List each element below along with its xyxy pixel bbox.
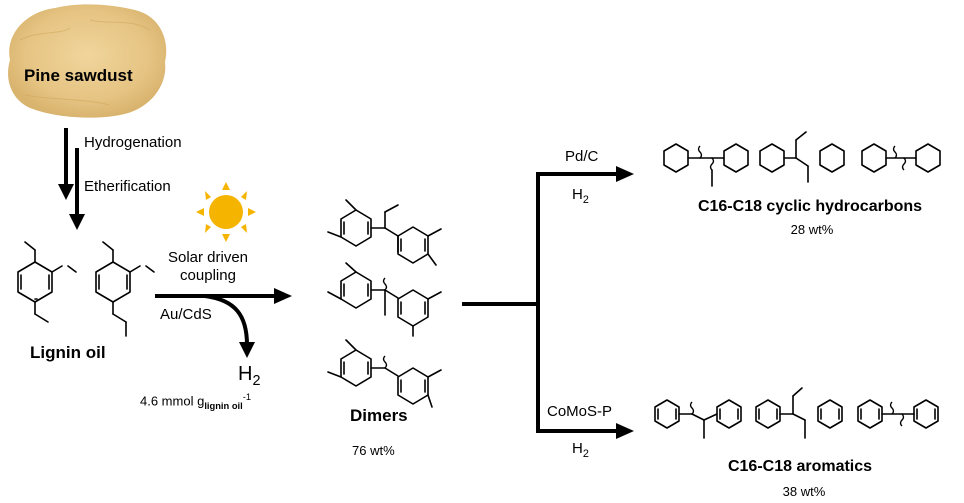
h2-product-label: H2	[238, 363, 261, 389]
dimer-structure-1	[327, 199, 442, 266]
etherification-arrow	[69, 148, 85, 230]
pd-c-reagent-label: H2	[572, 186, 589, 206]
aromatics-label: C16-C18 aromatics	[727, 458, 873, 475]
dimer-structure-2	[327, 262, 442, 337]
branch-connector	[462, 174, 540, 432]
coupling-catalyst-label: Au/CdS	[160, 306, 212, 323]
sun-icon	[196, 182, 256, 242]
aromatic-product-1	[654, 399, 742, 439]
cyclic-product-1	[663, 143, 749, 187]
comos-catalyst-label: CoMoS-P	[547, 403, 613, 420]
cyclic-hydrocarbons-yield: 28 wt%	[790, 222, 834, 237]
aromatic-product-3	[857, 399, 939, 429]
lignin-oil-label: Lignin oil	[30, 343, 106, 362]
comos-route-arrow	[536, 423, 634, 439]
pd-c-route-arrow	[536, 166, 634, 182]
dimers-label: Dimers	[350, 406, 408, 425]
aromatics-yield: 38 wt%	[782, 484, 826, 499]
feedstock-label: Pine sawdust	[24, 66, 133, 85]
h2-yield-label: 4.6 mmol glignin oil-1	[140, 392, 252, 411]
dimer-structure-3	[327, 339, 442, 408]
sawdust-pile-image	[8, 4, 167, 118]
aromatic-product-2	[755, 387, 843, 439]
lignin-oil-molecule-1	[17, 241, 77, 323]
coupling-label-line1: Solar driven	[167, 249, 249, 266]
cyclic-product-3	[861, 143, 941, 173]
lignin-oil-molecule-2	[95, 241, 155, 337]
dimers-yield: 76 wt%	[352, 443, 395, 458]
pd-c-catalyst-label: Pd/C	[565, 148, 599, 165]
coupling-arrow	[155, 288, 292, 358]
coupling-label-line2: coupling	[180, 267, 236, 284]
etherification-label: Etherification	[84, 178, 171, 195]
hydrogenation-arrow	[58, 128, 74, 200]
hydrogenation-label: Hydrogenation	[84, 134, 182, 151]
cyclic-hydrocarbons-label: C16-C18 cyclic hydrocarbons	[697, 198, 923, 215]
cyclic-product-2	[759, 131, 845, 183]
comos-reagent-label: H2	[572, 440, 589, 460]
